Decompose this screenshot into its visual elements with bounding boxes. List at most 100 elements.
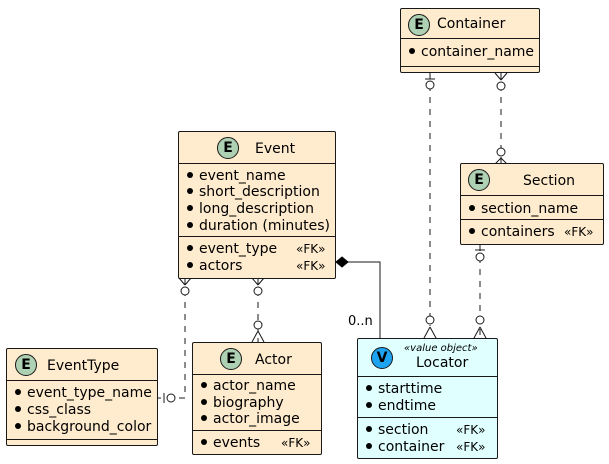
attribute-background-color: background_color [15, 419, 151, 435]
fk-tag: «FK» [281, 436, 311, 450]
bullet-icon [15, 423, 21, 429]
attribute-label: container_name [421, 44, 535, 60]
divider [401, 38, 539, 39]
attribute-label: biography [213, 395, 284, 411]
fk-label: containers [481, 224, 555, 240]
divider [7, 439, 157, 440]
fk-section: section [366, 422, 428, 438]
bullet-icon [187, 188, 193, 194]
attribute-label: background_color [27, 419, 152, 435]
fk-container: container [366, 439, 444, 455]
container-section-relation [494, 72, 508, 165]
attribute-duration: duration (minutes) [187, 218, 330, 234]
attribute-label: actor_name [213, 378, 296, 394]
event-eventtype-relation [158, 277, 192, 403]
attribute-short-description: short_description [187, 184, 320, 200]
locator-value-object[interactable]: V «value object» Locator starttime endti… [357, 338, 498, 459]
fk-tag: «FK» [296, 259, 326, 273]
entity-title: Actor [255, 352, 292, 368]
attribute-section-name: section_name [469, 201, 578, 217]
bullet-icon [366, 426, 372, 432]
attribute-label: long_description [199, 201, 315, 217]
entity-title: Section [523, 173, 576, 189]
bullet-icon [201, 439, 207, 445]
fk-events: events [201, 435, 260, 451]
entity-icon: E [468, 169, 490, 191]
value-object-icon: V [371, 347, 393, 369]
attribute-starttime: starttime [366, 381, 442, 397]
fk-label: container [378, 439, 445, 455]
entity-icon: E [220, 348, 242, 370]
entity-title: Event [255, 141, 296, 157]
attribute-endtime: endtime [366, 398, 436, 414]
section-entity[interactable]: E Section section_name containers «FK» [460, 163, 604, 245]
bullet-icon [15, 406, 21, 412]
entity-icon: E [217, 137, 239, 159]
attribute-container-name: container_name [409, 44, 534, 60]
fk-tag: «FK» [296, 242, 326, 256]
attribute-label: duration (minutes) [199, 218, 330, 234]
fk-label: section [378, 422, 429, 438]
fk-tag: «FK» [456, 423, 486, 437]
divider [358, 376, 497, 377]
bullet-icon [409, 48, 415, 54]
section-locator-relation [473, 245, 487, 339]
fk-containers: containers [469, 224, 555, 240]
attribute-label: endtime [378, 398, 437, 414]
container-locator-relation [423, 73, 437, 339]
attribute-label: short_description [199, 184, 320, 200]
bullet-icon [469, 228, 475, 234]
attribute-biography: biography [201, 395, 284, 411]
bullet-icon [187, 205, 193, 211]
attribute-event-name: event_name [187, 168, 286, 184]
container-entity[interactable]: E Container container_name [400, 8, 540, 73]
attribute-long-description: long_description [187, 201, 314, 217]
actor-entity[interactable]: E Actor actor_name biography actor_image… [192, 342, 322, 455]
event-actor-relation [251, 277, 265, 343]
attribute-label: starttime [378, 381, 443, 397]
attribute-label: css_class [27, 402, 92, 418]
bullet-icon [469, 205, 475, 211]
entity-icon: E [15, 354, 37, 376]
fk-tag: «FK» [456, 440, 486, 454]
attribute-event-type-name: event_type_name [15, 385, 152, 401]
fk-label: event_type [199, 241, 278, 257]
entity-title: EventType [47, 358, 120, 374]
event-entity[interactable]: E Event event_name short_description lon… [178, 131, 336, 279]
attribute-label: event_name [199, 168, 286, 184]
attribute-actor-image: actor_image [201, 411, 300, 427]
divider [461, 195, 603, 196]
divider [358, 417, 497, 418]
stereotype-label: «value object» [404, 343, 478, 354]
attribute-label: section_name [481, 201, 579, 217]
bullet-icon [366, 385, 372, 391]
attribute-label: event_type_name [27, 385, 152, 401]
bullet-icon [15, 389, 21, 395]
multiplicity-label: 0..n [348, 314, 373, 329]
eventtype-entity[interactable]: E EventType event_type_name css_class ba… [6, 348, 158, 446]
bullet-icon [366, 402, 372, 408]
fk-actors: actors [187, 258, 242, 274]
bullet-icon [187, 245, 193, 251]
event-locator-composition [335, 256, 381, 338]
bullet-icon [201, 399, 207, 405]
divider [193, 374, 321, 375]
attribute-label: actor_image [213, 411, 300, 427]
bullet-icon [187, 172, 193, 178]
attribute-css-class: css_class [15, 402, 91, 418]
bullet-icon [187, 222, 193, 228]
fk-event-type: event_type [187, 241, 277, 257]
bullet-icon [366, 443, 372, 449]
entity-icon: E [408, 14, 430, 36]
bullet-icon [201, 382, 207, 388]
divider [7, 380, 157, 381]
entity-title: Locator [416, 355, 469, 371]
divider [461, 219, 603, 220]
fk-label: actors [199, 258, 243, 274]
bullet-icon [201, 415, 207, 421]
divider [401, 66, 539, 67]
divider [179, 163, 335, 164]
divider [179, 236, 335, 237]
fk-label: events [213, 435, 261, 451]
